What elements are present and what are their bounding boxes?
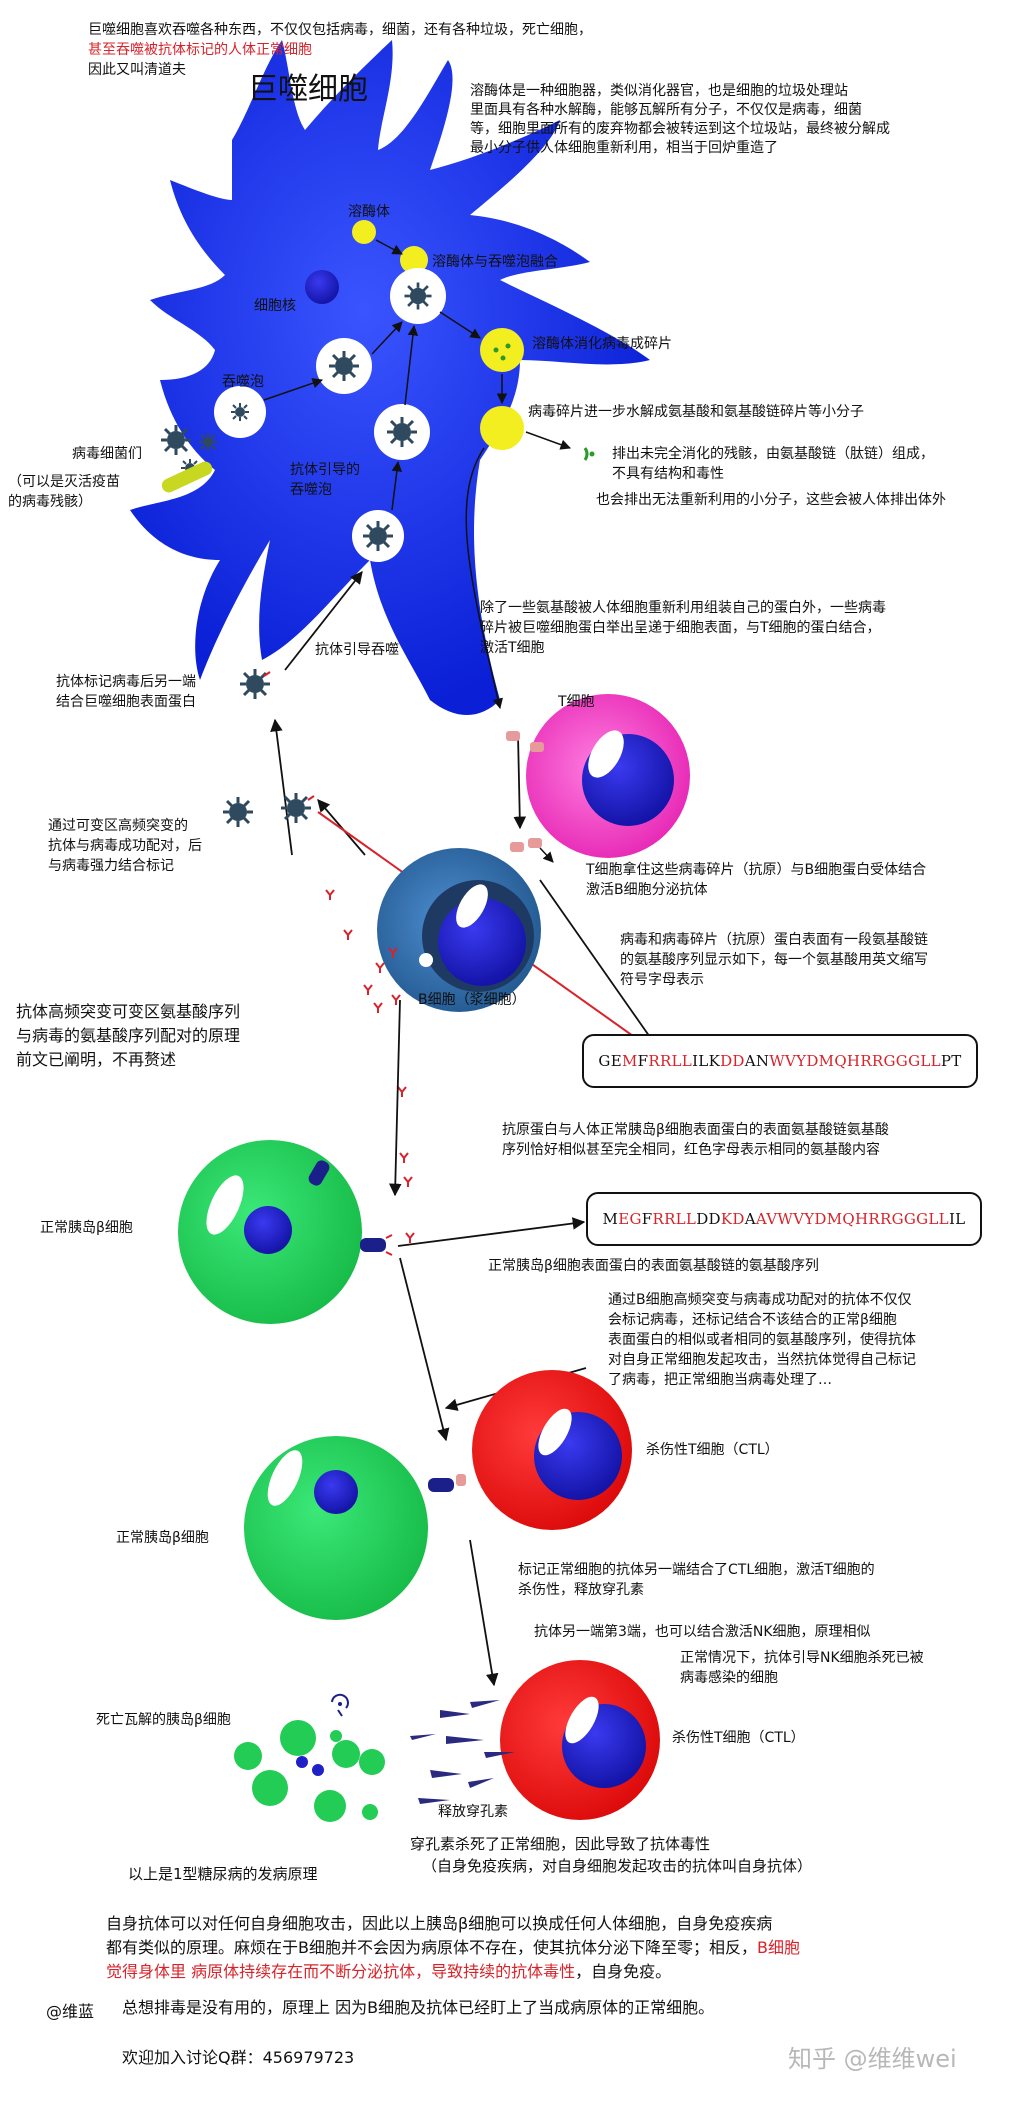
label-fusion: 溶酶体与吞噬泡融合 <box>432 254 558 270</box>
hydrolyze-lysosome <box>480 406 524 450</box>
label-t-cell-bind: T细胞拿住这些病毒碎片（抗原）与B细胞蛋白受体结合 激活B细胞分泌抗体 <box>586 862 927 898</box>
watermark: 知乎 @维维wei <box>788 2045 957 2073</box>
label-human-sequence: 正常胰岛β细胞表面蛋白的表面氨基酸链的氨基酸序列 <box>488 1258 819 1274</box>
virus-seq-segment-5: DD <box>720 1052 745 1070</box>
perforin-shards <box>410 1700 515 1804</box>
virus-sequence: GEMFRRLLILKDDANWVYDMQHRRGGGLLPT <box>598 1052 961 1070</box>
conclusion-line2: 都有类似的原理。麻烦在于B细胞并不会因为病原体不存在，使其抗体分泌下降至零；相反… <box>106 1936 800 1960</box>
label-nk-note: 抗体另一端第3端，也可以结合激活NK细胞，原理相似 <box>534 1624 871 1640</box>
conclusion-line3: 觉得身体里 病原体持续存在而不断分泌抗体，导致持续的抗体毒性，自身免疫。 <box>106 1960 671 1984</box>
label-lysosome: 溶酶体 <box>348 204 390 220</box>
fusion-lysosome <box>400 246 428 274</box>
virus-sequence-box: GEMFRRLLILKDDANWVYDMQHRRGGGLLPT <box>582 1034 978 1088</box>
lysosome-description: 溶酶体是一种细胞器，类似消化器官，也是细胞的垃圾处理站 里面具有各种水解酶，能够… <box>470 83 890 156</box>
label-antigen-seq-desc: 病毒和病毒碎片（抗原）蛋白表面有一段氨基酸链 的氨基酸序列显示如下，每一个氨基酸… <box>620 932 928 988</box>
label-hydrolyze: 病毒碎片进一步水解成氨基酸和氨基酸链碎片等小分子 <box>528 404 864 420</box>
human-seq-segment-7: AV <box>755 1210 778 1228</box>
label-beta-1: 正常胰岛β细胞 <box>40 1220 133 1236</box>
virus-seq-segment-7: WVYDMQHRRGGGLL <box>769 1052 941 1070</box>
virus-seq-segment-2: F <box>637 1052 649 1070</box>
virus-seq-segment-3: RRLL <box>648 1052 693 1070</box>
label-digest: 溶酶体消化病毒成碎片 <box>532 336 672 352</box>
label-killed: 穿孔素杀死了正常细胞，因此导致了抗体毒性 <box>410 1835 711 1853</box>
label-type1: 以上是1型糖尿病的发病原理 <box>128 1865 318 1883</box>
label-pathogens: 病毒细菌们 <box>72 446 142 462</box>
human-seq-segment-2: F <box>641 1210 653 1228</box>
label-attack-explain: 通过B细胞高频突变与病毒成功配对的抗体不仅仅 会标记病毒，还标记结合不该结合的正… <box>608 1292 916 1388</box>
conclusion-line3-end: ，自身免疫。 <box>575 1962 672 1981</box>
conclusion-line2-red: B细胞 <box>756 1938 800 1957</box>
label-ctl-activate: 标记正常细胞的抗体另一端结合了CTL细胞，激活T细胞的 杀伤性，释放穿孔素 <box>518 1562 875 1598</box>
label-perforin: 释放穿孔素 <box>438 1804 508 1820</box>
label-antibody-guided: 抗体引导吞噬 <box>315 642 399 658</box>
intro-line2: 甚至吞噬被抗体标记的人体正常细胞 <box>88 42 312 58</box>
qq-group: 欢迎加入讨论Q群：456979723 <box>122 2048 355 2067</box>
label-nucleus: 细胞核 <box>254 298 296 314</box>
virus-seq-segment-6: AN <box>744 1052 770 1070</box>
human-seq-segment-9: IL <box>948 1210 966 1228</box>
virus-seq-segment-8: PT <box>940 1052 962 1070</box>
label-ctl-2: 杀伤性T细胞（CTL） <box>672 1730 805 1746</box>
conclusion-line3-red: 觉得身体里 病原体持续存在而不断分泌抗体，导致持续的抗体毒性 <box>106 1962 576 1981</box>
intro-line3: 因此又叫清道夫 <box>88 62 186 78</box>
macrophage-cell <box>130 40 650 715</box>
human-seq-segment-4: DD <box>696 1210 721 1228</box>
label-mutation-note: 抗体高频突变可变区氨基酸序列 与病毒的氨基酸序列配对的原理 前文已阐明，不再赘述 <box>16 1002 241 1069</box>
label-ctl-1: 杀伤性T细胞（CTL） <box>646 1442 779 1458</box>
label-autoimmune: （自身免疫疾病，对自身细胞发起攻击的抗体叫自身抗体） <box>422 1857 813 1875</box>
macrophage-title: 巨噬细胞 <box>248 72 368 107</box>
digest-lysosome <box>480 328 524 372</box>
author: @维蓝 <box>46 2002 95 2021</box>
label-beta-2: 正常胰岛β细胞 <box>116 1530 209 1546</box>
label-phagosome: 吞噬泡 <box>222 374 264 390</box>
human-sequence: MEGFRRLLDDKDAAVWVYDMQHRRGGGLLIL <box>603 1210 966 1228</box>
label-b-cell: B细胞（浆细胞） <box>418 992 526 1008</box>
intro-line1: 巨噬细胞喜欢吞噬各种东西，不仅仅包括病毒，细菌，还有各种垃圾，死亡细胞， <box>88 22 592 38</box>
human-seq-segment-8: WVYDMQHRRGGGLL <box>777 1210 949 1228</box>
label-excrete-1: 排出未完全消化的残骸，由氨基酸链（肽链）组成， 不具有结构和毒性 <box>612 446 934 482</box>
label-antibody-phagosome: 抗体引导的 吞噬泡 <box>290 462 360 498</box>
human-seq-segment-6: A <box>744 1210 756 1228</box>
label-mark-other-end: 抗体标记病毒后另一端 结合巨噬细胞表面蛋白 <box>56 674 196 710</box>
conclusion-line2-text: 都有类似的原理。麻烦在于B细胞并不会因为病原体不存在，使其抗体分泌下降至零；相反… <box>106 1938 757 1957</box>
label-pathogens-note: （可以是灭活疫苗 的病毒残骸） <box>8 474 120 510</box>
nucleus-macrophage <box>305 270 339 304</box>
human-seq-segment-5: KD <box>720 1210 745 1228</box>
label-similar-note: 抗原蛋白与人体正常胰岛β细胞表面蛋白的表面氨基酸链氨基酸 序列恰好相似甚至完全相… <box>502 1122 889 1158</box>
label-dead-beta: 死亡瓦解的胰岛β细胞 <box>96 1712 231 1728</box>
virus-seq-segment-0: GE <box>598 1052 622 1070</box>
label-t-cell: T细胞 <box>558 694 595 710</box>
label-variable-pair: 通过可变区高频突变的 抗体与病毒成功配对，后 与病毒强力结合标记 <box>48 818 202 874</box>
human-seq-segment-3: RRLL <box>652 1210 697 1228</box>
virus-seq-segment-1: M <box>621 1052 638 1070</box>
conclusion-line1: 自身抗体可以对任何自身细胞攻击，因此以上胰岛β细胞可以换成任何人体细胞，自身免疫… <box>106 1914 773 1933</box>
label-nk-normal: 正常情况下，抗体引导NK细胞杀死已被 病毒感染的细胞 <box>680 1650 924 1686</box>
human-sequence-box: MEGFRRLLDDKDAAVWVYDMQHRRGGGLLIL <box>586 1192 982 1246</box>
beta-cell-2 <box>244 1436 428 1620</box>
human-seq-segment-1: EG <box>618 1210 642 1228</box>
conclusion-detox: 总想排毒是没有用的，原理上 因为B细胞及抗体已经盯上了当成病原体的正常细胞。 <box>122 1998 715 2017</box>
dead-cell-fragments <box>234 1720 385 1822</box>
label-excrete-2: 也会排出无法重新利用的小分子，这些会被人体排出体外 <box>596 492 946 508</box>
lysosome-organelle <box>352 220 376 244</box>
label-present: 除了一些氨基酸被人体细胞重新利用组装自己的蛋白外，一些病毒 碎片被巨噬细胞蛋白举… <box>480 600 886 656</box>
virus-seq-segment-4: ILK <box>692 1052 721 1070</box>
human-seq-segment-0: M <box>602 1210 619 1228</box>
